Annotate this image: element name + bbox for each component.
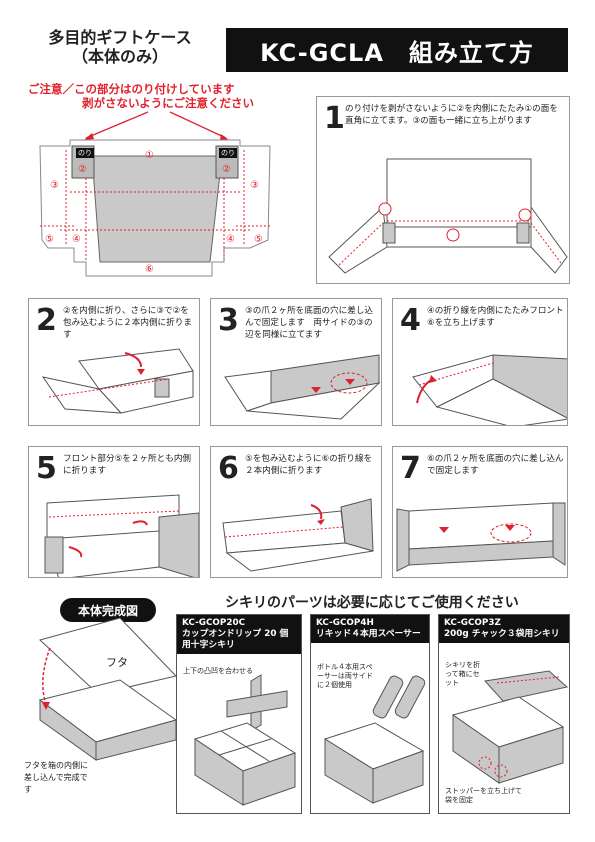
caution-note: ご注意／この部分はのり付けしています 剥がさないようにご注意ください bbox=[28, 82, 298, 110]
label-6: ⑥ bbox=[145, 264, 154, 275]
step-7-panel: 7 ⑥の爪２ヶ所を底面の穴に差し込んで固定します bbox=[392, 446, 568, 578]
step-3-illustration bbox=[224, 354, 381, 420]
step-1-panel: 1 のり付けを剥がさないように②を内側にたたみ①の面を直角に立てます。③の面も一… bbox=[316, 96, 570, 284]
label-3-left: ③ bbox=[50, 180, 59, 191]
label-4-left: ④ bbox=[72, 234, 81, 245]
completed-badge: 本体完成図 bbox=[60, 598, 156, 622]
label-2-left: ② bbox=[78, 164, 87, 175]
partition-2-header: KC-GCOP4H リキッド４本用スペーサー bbox=[311, 615, 429, 643]
step-2-number: 2 bbox=[36, 303, 57, 338]
product-title-line2: （本体のみ） bbox=[71, 47, 168, 66]
caution-line2: 剥がさないようにご注意ください bbox=[82, 96, 255, 110]
label-5-right: ⑤ bbox=[254, 234, 263, 245]
partition-3-illustration bbox=[451, 670, 569, 784]
partition-3-header: KC-GCOP3Z 200g チャック３袋用シキリ bbox=[439, 615, 569, 643]
label-5-left: ⑤ bbox=[45, 234, 54, 245]
step-3-panel: 3 ③の爪２ヶ所を底面の穴に差し込んで固定します 両サイドの③の辺を同様に立てま… bbox=[210, 298, 382, 426]
partition-2-note: ボトル４本用スペーサーは両サイドに２個使用 bbox=[317, 663, 373, 689]
partition-1-header: KC-GCOP20C カップオンドリップ 20 個用十字シキリ bbox=[177, 615, 301, 654]
product-title: 多目的ギフトケース （本体のみ） bbox=[20, 28, 220, 66]
step-5-number: 5 bbox=[36, 451, 57, 486]
caution-line1: ご注意／この部分はのり付けしています bbox=[28, 82, 235, 96]
step-2-text: ②を内側に折り、さらに③で②を包み込むように２本内側に折ります bbox=[63, 306, 192, 340]
partition-panel-1: KC-GCOP20C カップオンドリップ 20 個用十字シキリ 上下の凸凹を合わ… bbox=[176, 614, 302, 814]
partition-2-code: KC-GCOP4H bbox=[316, 618, 374, 628]
step-1-number: 1 bbox=[324, 101, 345, 136]
partition-3-name: 200g チャック３袋用シキリ bbox=[444, 629, 560, 639]
step-7-text: ⑥の爪２ヶ所を底面の穴に差し込んで固定します bbox=[427, 454, 564, 476]
step-4-text: ④の折り線を内側にたたみフロント⑥を立ち上げます bbox=[427, 306, 564, 328]
step-6-number: 6 bbox=[218, 451, 239, 486]
lid-label: フタ bbox=[106, 656, 128, 669]
step-6-illustration bbox=[222, 498, 374, 572]
step-7-number: 7 bbox=[400, 451, 421, 486]
completed-caption: フタを箱の内側に差し込んで完成です bbox=[24, 761, 88, 794]
partition-1-note: 上下の凸凹を合わせる bbox=[183, 667, 253, 675]
label-1: ① bbox=[145, 150, 154, 161]
step-6-panel: 6 ⑤を包み込むように⑥の折り線を２本内側に折ります bbox=[210, 446, 382, 578]
partition-2-illustration bbox=[323, 675, 426, 804]
partition-3-code: KC-GCOP3Z bbox=[444, 618, 501, 628]
step-4-panel: 4 ④の折り線を内側にたたみフロント⑥を立ち上げます bbox=[392, 298, 568, 426]
partition-2-name: リキッド４本用スペーサー bbox=[316, 629, 421, 639]
glue-tag-left: のり bbox=[76, 148, 94, 158]
step-2-panel: 2 ②を内側に折り、さらに③で②を包み込むように２本内側に折ります bbox=[28, 298, 200, 426]
step-4-number: 4 bbox=[400, 303, 421, 338]
step-5-text: フロント部分⑤を２ヶ所とも内側に折ります bbox=[63, 454, 192, 476]
step-2-illustration bbox=[41, 348, 194, 414]
product-title-line1: 多目的ギフトケース bbox=[48, 28, 192, 47]
step-5-illustration bbox=[44, 494, 199, 577]
partition-3-note: シキリを折って箱にセット bbox=[445, 661, 480, 687]
partition-1-code: KC-GCOP20C bbox=[182, 618, 246, 628]
step-3-number: 3 bbox=[218, 303, 239, 338]
step-1-illustration bbox=[328, 158, 568, 274]
glue-tag-right: のり bbox=[219, 148, 237, 158]
label-3-right: ③ bbox=[250, 180, 259, 191]
model-badge: KC-GCLA 組み立て方 bbox=[226, 28, 568, 72]
partition-1-illustration bbox=[193, 674, 297, 806]
step-1-text: のり付けを剥がさないように②を内側にたたみ①の面を直角に立てます。③の面も一緒に… bbox=[345, 104, 558, 126]
partition-panel-2: KC-GCOP4H リキッド４本用スペーサー ボトル４本用スペーサーは両サイドに… bbox=[310, 614, 430, 814]
partition-3-note2: ストッパーを立ち上げて袋を固定 bbox=[445, 787, 522, 804]
step-7-illustration bbox=[396, 502, 566, 572]
partition-1-name: カップオンドリップ 20 個用十字シキリ bbox=[182, 629, 289, 650]
step-6-text: ⑤を包み込むように⑥の折り線を２本内側に折ります bbox=[245, 454, 373, 476]
step-4-illustration bbox=[412, 354, 567, 425]
step-3-text: ③の爪２ヶ所を底面の穴に差し込んで固定します 両サイドの③の辺を同様に立てます bbox=[245, 306, 374, 340]
partitions-title: シキリのパーツは必要に応じてご使用ください bbox=[225, 595, 519, 611]
partition-panel-3: KC-GCOP3Z 200g チャック３袋用シキリ シキリを折って箱にセット ス… bbox=[438, 614, 570, 814]
label-2-right: ② bbox=[222, 164, 231, 175]
step-5-panel: 5 フロント部分⑤を２ヶ所とも内側に折ります bbox=[28, 446, 200, 578]
label-4-right: ④ bbox=[226, 234, 235, 245]
